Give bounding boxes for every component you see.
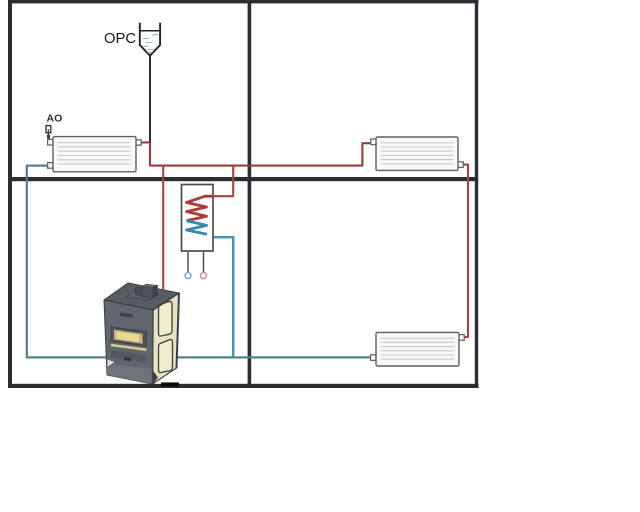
svg-text:OPC: OPC xyxy=(104,31,136,47)
svg-text:AO: AO xyxy=(47,113,63,125)
